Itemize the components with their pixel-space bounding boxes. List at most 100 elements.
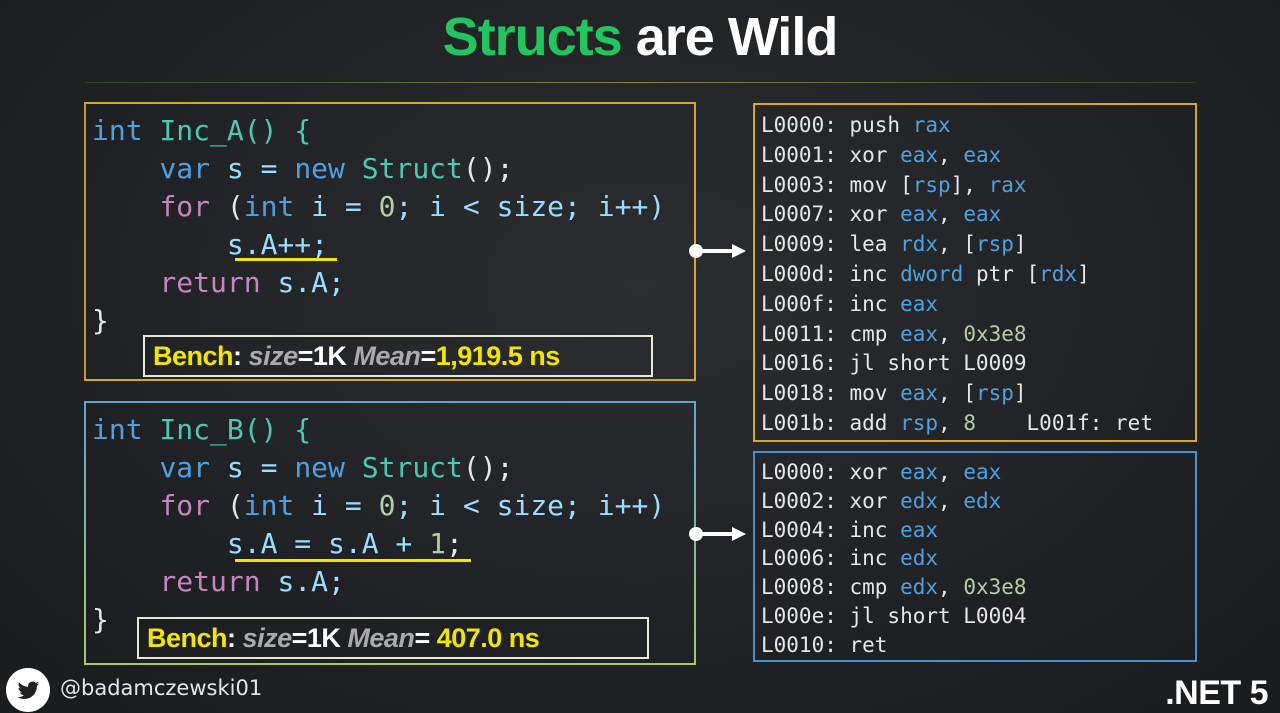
asm-token: L0009: lea	[761, 232, 901, 257]
asm-panel-inc-a: L0000: push rax L0001: xor eax, eax L000…	[753, 103, 1197, 442]
asm-token: L0000: push	[761, 113, 913, 137]
code-token: var	[159, 152, 211, 185]
code-token: for	[159, 190, 211, 223]
code-token: s =	[210, 152, 295, 185]
asm-token: dword	[900, 261, 964, 286]
asm-token: ,	[938, 488, 964, 513]
title-highlight: Structs	[442, 7, 623, 67]
highlight-underline	[235, 559, 471, 562]
bench-eq: =	[414, 623, 430, 653]
asm-token: eax	[900, 381, 939, 406]
asm-token: rax	[912, 113, 951, 137]
code-token: i =	[294, 190, 379, 223]
asm-token: L0000: xor	[761, 460, 901, 484]
code-token: 1	[429, 527, 447, 560]
asm-token: ptr [	[963, 261, 1040, 286]
title-divider	[85, 82, 1195, 83]
code-token: return	[159, 565, 261, 598]
asm-token: , [	[938, 381, 976, 406]
bench-size-key: size	[248, 341, 299, 371]
asm-token: L0004: inc	[761, 517, 901, 542]
bench-eq: =	[291, 623, 308, 653]
bench-mean-key: Mean	[347, 623, 415, 653]
code-inc-a: int Inc_A() { var s = new Struct(); for …	[92, 112, 665, 340]
asm-token: rdx	[900, 232, 939, 257]
code-token: ;	[446, 527, 463, 560]
code-token: ; i < size; i++)	[395, 190, 666, 223]
asm-token: L0008: cmp	[761, 575, 901, 600]
code-token: Struct	[344, 152, 463, 185]
code-token: 0	[378, 489, 396, 522]
asm-token: eax	[963, 460, 1002, 484]
asm-token: 0x3e8	[963, 575, 1027, 600]
highlight-underline	[235, 258, 337, 261]
asm-token: rsp	[900, 410, 939, 435]
arrow-right-icon	[689, 244, 746, 258]
code-token: s.A = s.A +	[226, 527, 430, 560]
code-token: s =	[210, 451, 295, 484]
bench-result-inc-a: Bench: size=1K Mean=1,919.5 ns	[143, 335, 653, 377]
asm-token: rax	[988, 172, 1027, 197]
code-token: (	[210, 190, 244, 223]
asm-token: L001f: ret	[975, 410, 1153, 435]
asm-listing-inc-a: L0000: push rax L0001: xor eax, eax L000…	[761, 111, 1153, 439]
asm-token: L0018: mov	[761, 381, 901, 406]
asm-token: L0003: mov [	[761, 172, 913, 197]
asm-listing-inc-b: L0000: xor eax, eax L0002: xor edx, edx …	[761, 458, 1027, 660]
bench-eq: =	[420, 341, 436, 371]
bench-result-inc-b: Bench: size=1K Mean= 407.0 ns	[137, 617, 649, 659]
code-token: }	[92, 304, 109, 337]
code-token: i =	[294, 489, 379, 522]
asm-token: ,	[938, 410, 964, 435]
code-token: int	[92, 114, 143, 147]
asm-token: eax	[900, 142, 939, 167]
asm-token: edx	[900, 488, 939, 513]
code-token: }	[92, 603, 109, 636]
asm-token: L0007: xor	[761, 202, 901, 227]
asm-token: eax	[900, 517, 939, 542]
asm-token: eax	[900, 291, 939, 316]
code-token: s.A;	[260, 565, 345, 598]
code-token: Inc_A() {	[142, 114, 312, 147]
asm-token: eax	[900, 460, 939, 484]
asm-token: 8	[963, 410, 976, 435]
asm-token: ,	[938, 202, 964, 227]
asm-token: ]	[1077, 261, 1090, 286]
code-token: int	[92, 413, 143, 446]
code-panel-inc-b: int Inc_B() { var s = new Struct(); for …	[84, 401, 696, 665]
asm-token: L0006: inc	[761, 546, 901, 571]
bench-label: Bench	[147, 623, 228, 653]
bench-mean-key: Mean	[353, 341, 421, 371]
code-token: s.A;	[260, 266, 345, 299]
code-token: new	[294, 451, 345, 484]
code-token: return	[159, 266, 261, 299]
asm-token: L0010: ret	[761, 632, 888, 657]
asm-token: L001b: add	[761, 410, 901, 435]
asm-token: rsp	[912, 172, 951, 197]
asm-token: ]	[1013, 232, 1027, 257]
asm-token: , [	[938, 232, 976, 257]
bench-size-key: size	[242, 623, 293, 653]
asm-token: edx	[900, 546, 939, 571]
asm-token: eax	[900, 321, 939, 346]
asm-panel-inc-b: L0000: xor eax, eax L0002: xor edx, edx …	[753, 451, 1197, 662]
code-token: var	[159, 451, 211, 484]
bench-sep: :	[233, 341, 242, 371]
code-token: ; i < size; i++)	[395, 489, 666, 522]
asm-token: L0001: xor	[761, 142, 901, 167]
asm-token: L000f: inc	[761, 291, 901, 316]
asm-token: rsp	[975, 232, 1014, 257]
code-token: ();	[462, 451, 514, 484]
code-inc-b: int Inc_B() { var s = new Struct(); for …	[92, 411, 665, 639]
bench-mean-value: 1,919.5 ns	[435, 341, 561, 371]
asm-token: ],	[950, 172, 989, 197]
twitter-bird-icon[interactable]	[6, 668, 50, 712]
asm-token: ,	[938, 460, 964, 484]
twitter-handle[interactable]: @badamczewski01	[60, 676, 263, 700]
code-token: 0	[378, 190, 396, 223]
asm-token: L0002: xor	[761, 488, 901, 513]
code-token: int	[243, 190, 295, 223]
asm-token: ,	[938, 142, 964, 167]
arrow-right-icon	[689, 527, 746, 541]
slide-title: Structs are Wild	[0, 4, 1280, 74]
